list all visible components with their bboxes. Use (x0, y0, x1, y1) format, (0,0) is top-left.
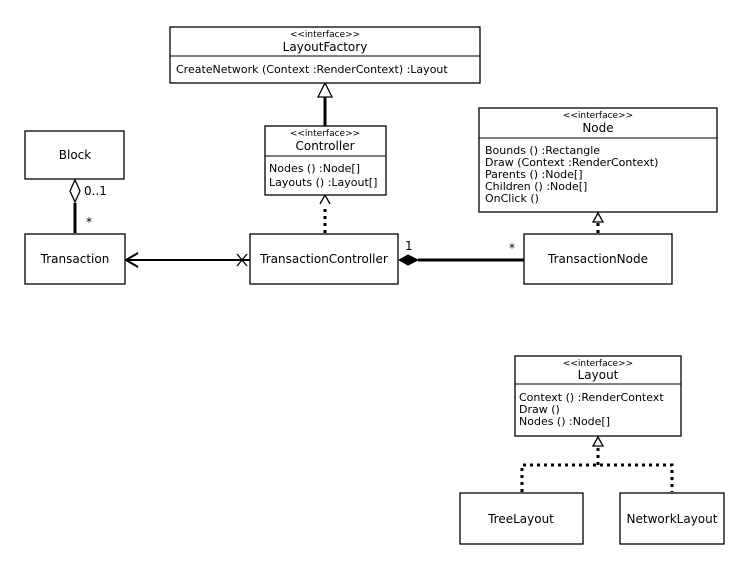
generalization-controller-layoutfactory (316, 81, 334, 126)
aggregation-block-transaction (69, 178, 81, 233)
class-treelayout[interactable]: TreeLayout (459, 492, 584, 545)
member-parents: Parents () :Node[] (485, 168, 583, 181)
class-transactionnode[interactable]: TransactionNode (523, 233, 673, 285)
member-children: Children () :Node[] (485, 180, 587, 193)
member-context: Context () :RenderContext (519, 391, 664, 404)
class-controller[interactable]: <<interface>> Controller Nodes () :Node[… (264, 125, 387, 196)
realization-transactionnode-node (591, 211, 605, 233)
stereotype-label: <<interface>> (563, 111, 633, 121)
realization-transactioncontroller-controller (319, 193, 331, 233)
class-block[interactable]: Block (24, 130, 125, 180)
class-name: LayoutFactory (283, 40, 368, 54)
association-transaction-transactioncontroller (124, 252, 250, 268)
stereotype-label: <<interface>> (290, 129, 360, 139)
class-transaction[interactable]: Transaction (24, 233, 126, 285)
member-bounds: Bounds () :Rectangle (485, 144, 600, 157)
member-layouts: Layouts () :Layout[] (269, 176, 377, 189)
multiplicity-block-end: 0..1 (84, 184, 107, 198)
class-name: NetworkLayout (627, 512, 718, 526)
member-nodes: Nodes () :Node[] (519, 415, 610, 428)
member-onclick: OnClick () (485, 192, 539, 205)
member-createnetwork: CreateNetwork (Context :RenderContext) :… (176, 63, 448, 76)
multiplicity-node-end: * (509, 241, 515, 255)
class-transactioncontroller[interactable]: TransactionController (249, 233, 399, 285)
stereotype-label: <<interface>> (563, 359, 633, 369)
member-draw: Draw (Context :RenderContext) (485, 156, 658, 169)
class-name: Controller (295, 139, 354, 153)
class-name: Node (582, 121, 613, 135)
class-layoutfactory[interactable]: <<interface>> LayoutFactory CreateNetwor… (169, 26, 481, 84)
class-name: TransactionNode (547, 252, 648, 266)
composition-transactioncontroller-transactionnode (397, 254, 524, 266)
member-nodes: Nodes () :Node[] (269, 162, 360, 175)
multiplicity-transaction-end: * (86, 215, 92, 229)
class-node[interactable]: <<interface>> Node Bounds () :Rectangle … (478, 107, 718, 213)
class-name: TransactionController (259, 252, 388, 266)
realization-layouts-layout (520, 435, 674, 492)
class-name: Layout (578, 368, 619, 382)
class-name: TreeLayout (487, 512, 554, 526)
class-name: Block (59, 148, 92, 162)
stereotype-label: <<interface>> (290, 30, 360, 40)
class-networklayout[interactable]: NetworkLayout (619, 492, 725, 545)
member-draw: Draw () (519, 403, 560, 416)
class-layout[interactable]: <<interface>> Layout Context () :RenderC… (514, 355, 682, 437)
multiplicity-controller-end: 1 (405, 239, 413, 253)
class-name: Transaction (40, 252, 110, 266)
